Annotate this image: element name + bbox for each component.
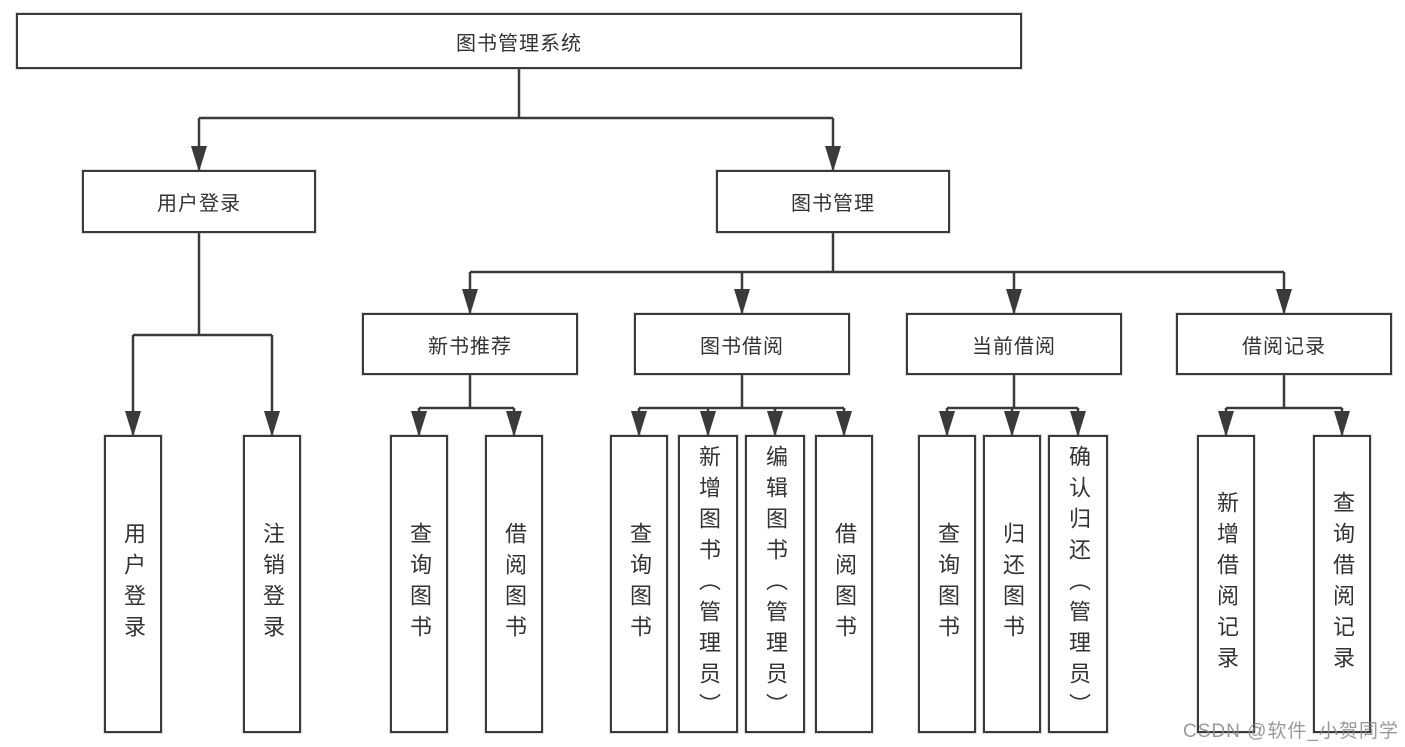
- arrowhead-down-icon: [1004, 411, 1020, 437]
- arrowhead-down-icon: [825, 146, 841, 172]
- node-label: 用户登录: [157, 193, 241, 215]
- node-label: 当前借阅: [972, 335, 1056, 358]
- arrowhead-down-icon: [767, 411, 783, 437]
- node-cb-return-books: 归还图书: [983, 435, 1041, 733]
- node-br-query-record: 查询借阅记录: [1313, 435, 1371, 733]
- node-label: 查询借阅记录: [1330, 491, 1355, 677]
- node-root: 图书管理系统: [16, 13, 1022, 69]
- node-label: 查询图书: [627, 522, 652, 646]
- arrowhead-down-icon: [1334, 411, 1350, 437]
- node-cb-query-books: 查询图书: [918, 435, 976, 733]
- node-user-login: 用户登录: [82, 170, 316, 233]
- arrowhead-down-icon: [1276, 289, 1292, 315]
- arrowhead-down-icon: [700, 411, 716, 437]
- arrowhead-down-icon: [939, 411, 955, 437]
- node-label: 图书借阅: [700, 335, 784, 358]
- arrowhead-down-icon: [506, 411, 522, 437]
- arrowhead-down-icon: [125, 411, 141, 437]
- node-label: 确认归还（管理员）: [1066, 444, 1091, 724]
- arrowhead-down-icon: [631, 411, 647, 437]
- node-label: 编辑图书（管理员）: [763, 444, 788, 724]
- node-label: 查询图书: [935, 522, 960, 646]
- node-br-add-record: 新增借阅记录: [1197, 435, 1255, 733]
- node-label: 借阅记录: [1242, 335, 1326, 358]
- node-label: 新增图书（管理员）: [696, 444, 721, 724]
- watermark: CSDN @软件_小贺同学: [1183, 721, 1399, 742]
- node-label: 查询图书: [407, 522, 432, 646]
- arrowhead-down-icon: [411, 411, 427, 437]
- arrowhead-down-icon: [1070, 411, 1086, 437]
- node-bb-borrow-books: 借阅图书: [815, 435, 873, 733]
- node-bb-query-books: 查询图书: [610, 435, 668, 733]
- node-rec-borrow-books: 借阅图书: [485, 435, 543, 733]
- node-bb-edit-books: 编辑图书（管理员）: [745, 435, 805, 733]
- node-label: 借阅图书: [832, 522, 857, 646]
- node-label: 新书推荐: [428, 335, 512, 358]
- node-book-borrow: 图书借阅: [634, 313, 850, 375]
- node-cb-confirm-return: 确认归还（管理员）: [1048, 435, 1108, 733]
- node-label: 用户登录: [121, 522, 146, 646]
- node-rec-query-books: 查询图书: [390, 435, 448, 733]
- arrowhead-down-icon: [191, 146, 207, 172]
- arrowhead-down-icon: [264, 411, 280, 437]
- node-label: 注销登录: [260, 522, 285, 646]
- arrowhead-down-icon: [462, 289, 478, 315]
- node-book-mgmt: 图书管理: [716, 170, 950, 233]
- arrowhead-down-icon: [836, 411, 852, 437]
- node-new-book-rec: 新书推荐: [362, 313, 578, 375]
- node-label: 图书管理: [791, 193, 875, 215]
- node-logout: 注销登录: [243, 435, 301, 733]
- node-borrow-records: 借阅记录: [1176, 313, 1392, 375]
- node-label: 归还图书: [1000, 522, 1025, 646]
- arrowhead-down-icon: [1218, 411, 1234, 437]
- node-current-borrow: 当前借阅: [906, 313, 1122, 375]
- node-label: 图书管理系统: [456, 32, 582, 55]
- node-label: 借阅图书: [502, 522, 527, 646]
- arrowhead-down-icon: [1006, 289, 1022, 315]
- node-user-login-leaf: 用户登录: [104, 435, 162, 733]
- node-bb-add-books: 新增图书（管理员）: [678, 435, 738, 733]
- arrowhead-down-icon: [734, 289, 750, 315]
- node-label: 新增借阅记录: [1214, 491, 1239, 677]
